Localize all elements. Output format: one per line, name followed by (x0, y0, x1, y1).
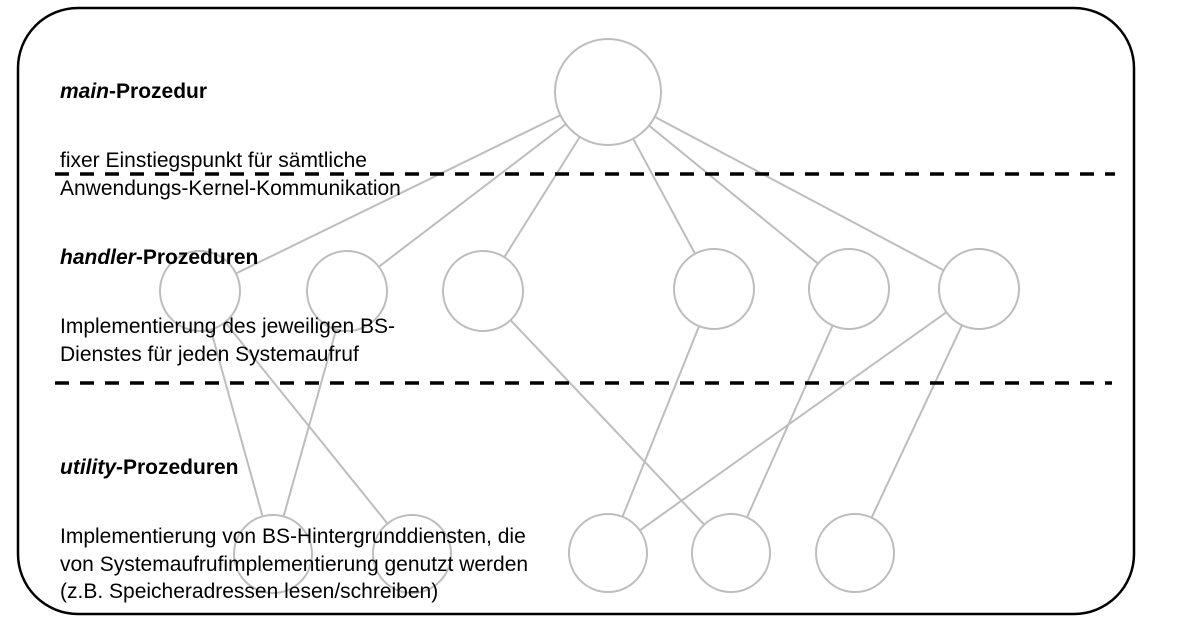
edge-handler-6-to-utility-5 (870, 324, 963, 519)
node-utility-3 (568, 513, 648, 593)
edge-main-1-to-handler-4 (632, 137, 697, 255)
node-utility-2 (372, 514, 452, 594)
edge-handler-1-to-utility-1 (209, 328, 264, 518)
edge-handler-1-to-utility-2 (224, 321, 389, 525)
node-utility-5 (815, 513, 895, 593)
diagram-frame (16, 6, 1136, 616)
node-utility-1 (233, 514, 313, 594)
node-handler-3 (442, 250, 524, 332)
edge-main-1-to-handler-1 (234, 114, 562, 275)
node-handler-2 (306, 250, 388, 332)
node-handler-6 (938, 248, 1020, 330)
diagram-border (16, 6, 1136, 616)
edge-handler-2-to-utility-1 (282, 328, 338, 518)
node-handler-4 (673, 248, 755, 330)
edge-main-1-to-handler-5 (648, 124, 820, 265)
layer-separator-group (55, 172, 1115, 385)
node-handler-5 (808, 248, 890, 330)
edge-main-1-to-handler-6 (653, 115, 945, 272)
edge-handler-5-to-utility-4 (745, 324, 834, 519)
node-handler-1 (159, 250, 241, 332)
node-group (159, 38, 1020, 594)
edge-handler-3-to-utility-4 (509, 319, 706, 526)
edge-handler-4-to-utility-3 (621, 325, 701, 518)
edge-group (209, 114, 963, 532)
node-utility-4 (691, 513, 771, 593)
edge-main-1-to-handler-3 (503, 135, 581, 259)
edge-main-1-to-handler-2 (377, 123, 567, 268)
edge-handler-6-to-utility-3 (638, 311, 948, 532)
node-main-1 (554, 38, 662, 146)
